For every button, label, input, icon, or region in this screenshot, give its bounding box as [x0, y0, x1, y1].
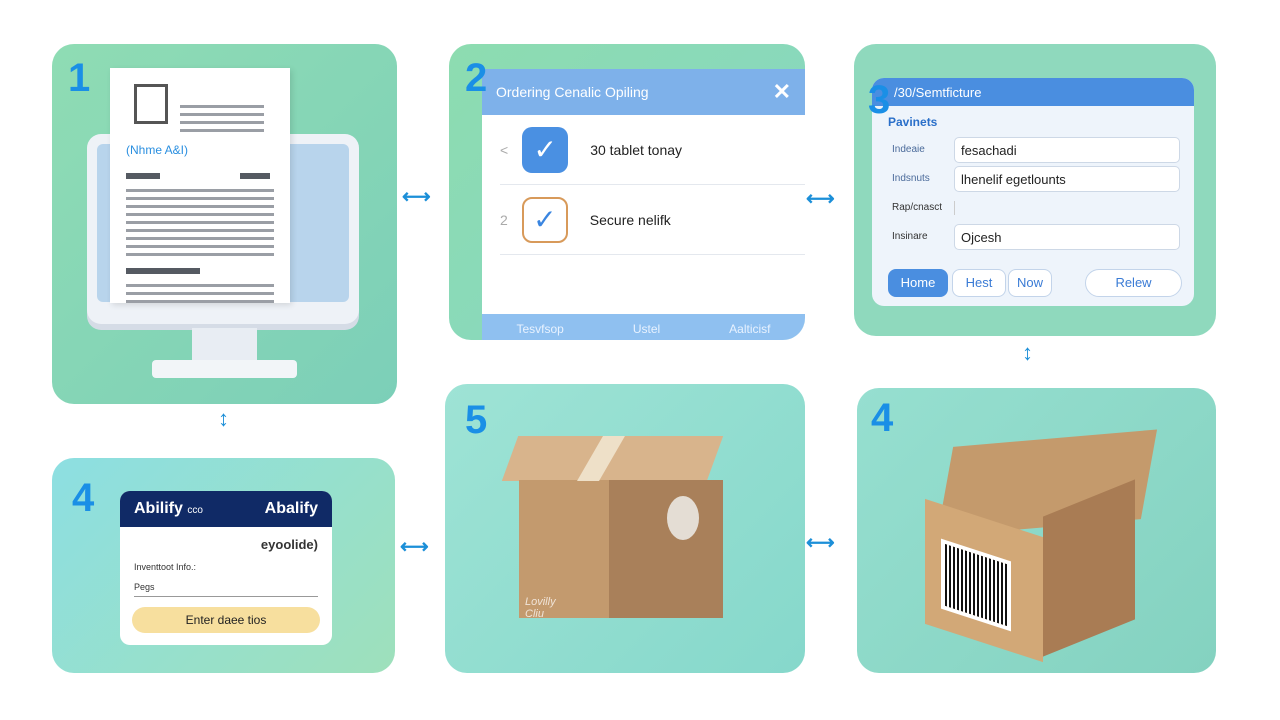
- footer-tab[interactable]: Aalticisf: [729, 322, 771, 336]
- seal-icon: [667, 496, 699, 540]
- step-number: 4: [72, 476, 95, 520]
- checkbox-icon: ✓: [521, 196, 568, 243]
- product-code: eyoolide): [260, 537, 318, 552]
- order-dialog: Ordering Cenalic Opiling ✕ < ✓ 30 tablet…: [482, 69, 805, 340]
- close-icon[interactable]: ✕: [772, 79, 791, 104]
- arrow-icon: ↕: [218, 406, 229, 431]
- item-index: <: [500, 141, 509, 158]
- step-number: 5: [465, 398, 488, 442]
- dialog-title: Ordering Cenalic Opiling: [496, 84, 649, 100]
- field-label: Indeaie: [892, 144, 925, 155]
- footer-tab[interactable]: Ustel: [632, 322, 661, 336]
- brand-name: Abilify: [134, 500, 183, 517]
- text-input[interactable]: fesachadi: [954, 136, 1180, 163]
- document-icon: [134, 84, 168, 124]
- text-input[interactable]: lhenelif egetlounts: [954, 165, 1180, 192]
- step-2-panel: 2 Ordering Cenalic Opiling ✕ < ✓ 30 tabl…: [449, 44, 805, 340]
- brand-name: Abalify: [264, 500, 318, 517]
- step-4-label-panel: 4 Abilify cco Abalify eyoolide) Inventtoo…: [52, 458, 395, 673]
- relew-button[interactable]: Relew: [1085, 269, 1182, 297]
- checkmark-icon: ✓: [522, 126, 569, 173]
- arrow-icon: ⟷: [400, 536, 429, 558]
- home-button[interactable]: Home: [888, 269, 948, 297]
- item-index: 2: [500, 211, 508, 228]
- list-item[interactable]: < ✓ 30 tablet tonay: [500, 115, 805, 185]
- field-label: Pegs: [134, 582, 318, 597]
- field-label: Indsnuts: [892, 173, 930, 184]
- step-1-panel: 1 (Nhme A&I): [52, 44, 397, 404]
- section-title: Pavinets: [888, 115, 938, 129]
- now-button[interactable]: Now: [1008, 269, 1052, 297]
- text-input[interactable]: [954, 200, 955, 215]
- step-number: 2: [465, 56, 488, 100]
- host-button[interactable]: Hest: [952, 269, 1006, 297]
- document-label: (Nhme A&I): [126, 143, 189, 157]
- payment-form: /30/Semtficture Pavinets Indeaie fesachad…: [872, 78, 1194, 306]
- list-item[interactable]: 2 ✓ Secure nelifk: [500, 185, 805, 255]
- step-number: 3: [868, 78, 891, 122]
- signature: Lovilly Cliu: [525, 596, 556, 620]
- item-label: 30 tablet tonay: [590, 141, 683, 158]
- step-5-panel: 5 Lovilly Cliu: [445, 384, 805, 673]
- info-label: Inventtoot Info.:: [134, 562, 197, 572]
- arrow-icon: ↕: [1022, 340, 1033, 365]
- item-label: Secure nelifk: [589, 211, 671, 228]
- step-number: 4: [871, 396, 894, 440]
- field-label: Rap/cnasct: [892, 202, 943, 213]
- form-header: /30/Semtficture: [872, 78, 1194, 106]
- footer-tab[interactable]: Tesvfsop: [516, 322, 564, 336]
- text-input[interactable]: Ojcesh: [954, 223, 1180, 250]
- brand-sub: cco: [187, 505, 203, 516]
- step-number: 1: [68, 56, 91, 100]
- prescription-document: (Nhme A&I): [110, 68, 290, 303]
- arrow-icon: ⟷: [806, 532, 835, 554]
- arrow-icon: ⟷: [402, 186, 431, 208]
- enter-date-button[interactable]: Enter daee tios: [132, 607, 320, 633]
- step-3-panel: /30/Semtficture Pavinets Indeaie fesachad…: [854, 44, 1216, 336]
- medication-card: Abilify cco Abalify eyoolide) Inventtoot …: [120, 491, 332, 645]
- step-4-delivery-panel: 4: [857, 388, 1216, 673]
- field-label: Insinare: [892, 231, 928, 242]
- arrow-icon: ⟷: [806, 188, 835, 210]
